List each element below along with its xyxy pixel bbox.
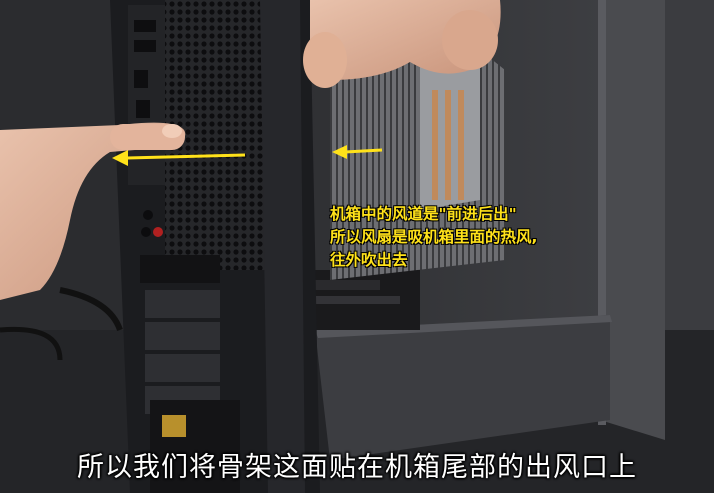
annotation-line: 往外吹出去: [330, 251, 408, 269]
annotation-line: 所以风扇是吸机箱里面的热风,: [330, 228, 538, 246]
left-hand: [0, 122, 186, 301]
annotation-line: 机箱中的风道是"前进后出": [330, 205, 517, 223]
airflow-annotation: 机箱中的风道是"前进后出" 所以风扇是吸机箱里面的热风, 往外吹出去: [330, 203, 650, 272]
video-subtitle: 所以我们将骨架这面贴在机箱尾部的出风口上: [77, 452, 637, 483]
heat-pipe: [458, 90, 464, 200]
expansion-slots: [140, 255, 220, 414]
heat-pipe: [445, 90, 451, 200]
io-shield: [128, 5, 166, 185]
heat-pipe: [432, 90, 438, 200]
airflow-arrow-right: [332, 145, 383, 159]
right-hand: [303, 0, 501, 88]
airflow-arrow-left: [112, 150, 246, 166]
psu-shroud: [315, 315, 610, 460]
